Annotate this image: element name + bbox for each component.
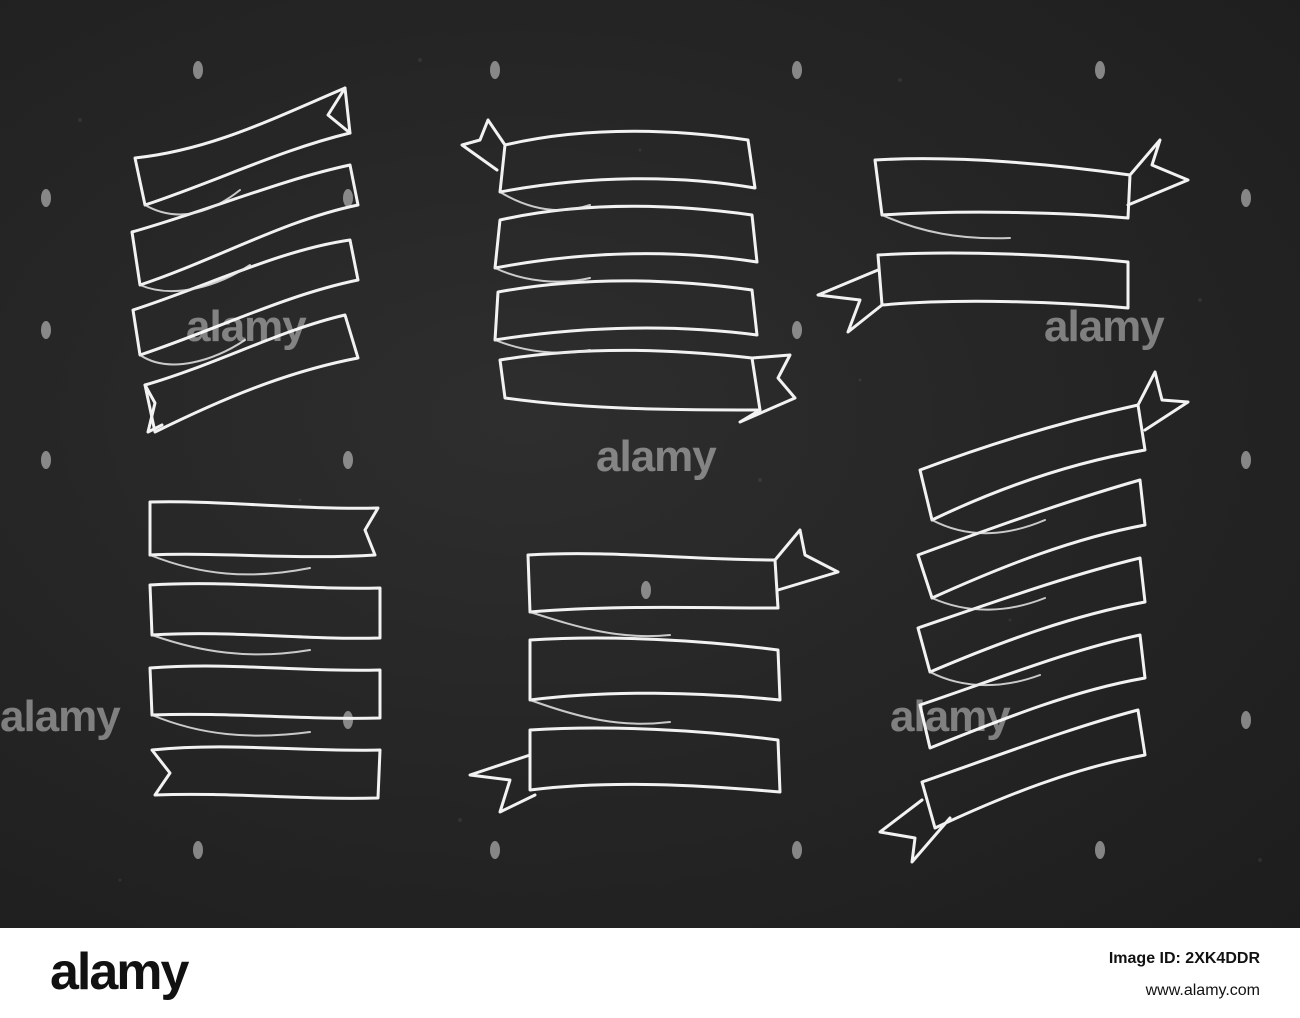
chalkboard-illustration: alamy alamy alamy alamy alamy [0, 0, 1300, 928]
ribbon-set-1 [130, 86, 360, 434]
ribbon-set-3 [816, 138, 1190, 334]
watermark-text: alamy [1044, 302, 1165, 351]
alamy-logo: alamy [50, 943, 189, 1001]
watermark-text: alamy [890, 692, 1011, 741]
stock-footer: alamy Image ID: 2XK4DDR www.alamy.com [0, 928, 1300, 1018]
watermark-text: alamy [596, 432, 717, 481]
ribbon-set-5 [468, 528, 840, 814]
ribbon-set-4 [148, 500, 382, 800]
footer-meta: Image ID: 2XK4DDR www.alamy.com [1109, 942, 1260, 1000]
watermark-text: alamy [0, 692, 121, 741]
ribbon-set-6 [878, 370, 1190, 864]
image-id: Image ID: 2XK4DDR [1108, 950, 1260, 967]
ribbon-set-2 [460, 118, 797, 424]
watermark-pins [41, 61, 1251, 859]
watermark-text: alamy [186, 302, 307, 351]
ribbon-artwork [41, 58, 1262, 882]
site-url: www.alamy.com [1145, 982, 1260, 999]
chalk-texture [78, 58, 1262, 882]
